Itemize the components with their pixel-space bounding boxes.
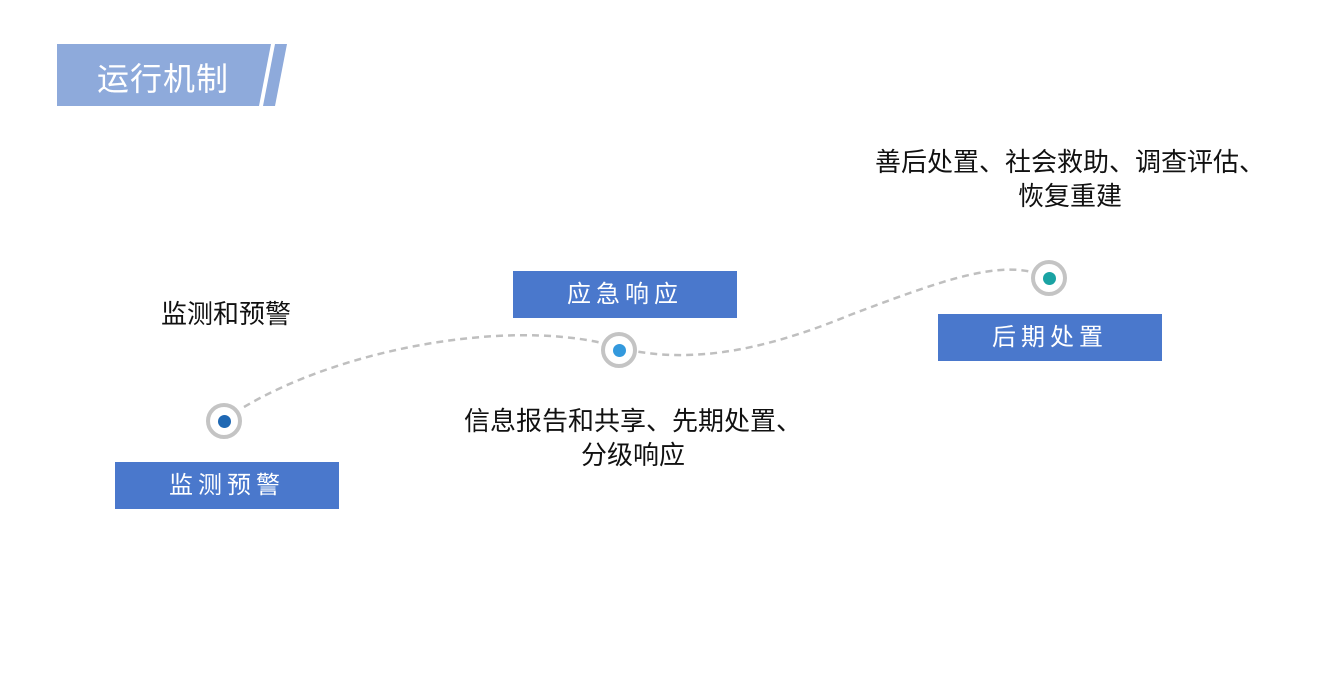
- stage-2-node-dot: [612, 343, 626, 357]
- section-title-banner: 运行机制: [57, 44, 287, 106]
- stage-3-node: [1031, 260, 1067, 296]
- stage-1-label-box: 监测预警: [115, 462, 339, 509]
- title-banner-shape: [57, 44, 287, 106]
- stage-3-description: 善后处置、社会救助、调查评估、 恢复重建: [848, 146, 1292, 214]
- stage-2-description-line: 分级响应: [580, 441, 685, 471]
- dashed-connector-line: [243, 268, 1033, 409]
- stage-1-node: [206, 403, 242, 439]
- stage-2-node: [601, 332, 637, 368]
- stage-3-node-dot: [1042, 271, 1056, 285]
- stage-3-label-box: 后期处置: [938, 314, 1162, 361]
- stage-3-description-line: 善后处置、社会救助、调查评估、: [874, 148, 1265, 178]
- stage-1-node-dot: [217, 414, 231, 428]
- stage-2-description: 信息报告和共享、先期处置、 分级响应: [438, 405, 828, 473]
- stage-2-description-line: 信息报告和共享、先期处置、: [463, 407, 802, 437]
- stage-2-label-box: 应急响应: [513, 271, 737, 318]
- stage-1-description: 监测和预警: [150, 298, 302, 332]
- page-title: 运行机制: [97, 60, 230, 98]
- stage-3-description-line: 恢复重建: [1017, 182, 1122, 212]
- stage-1-description-line: 监测和预警: [160, 300, 291, 330]
